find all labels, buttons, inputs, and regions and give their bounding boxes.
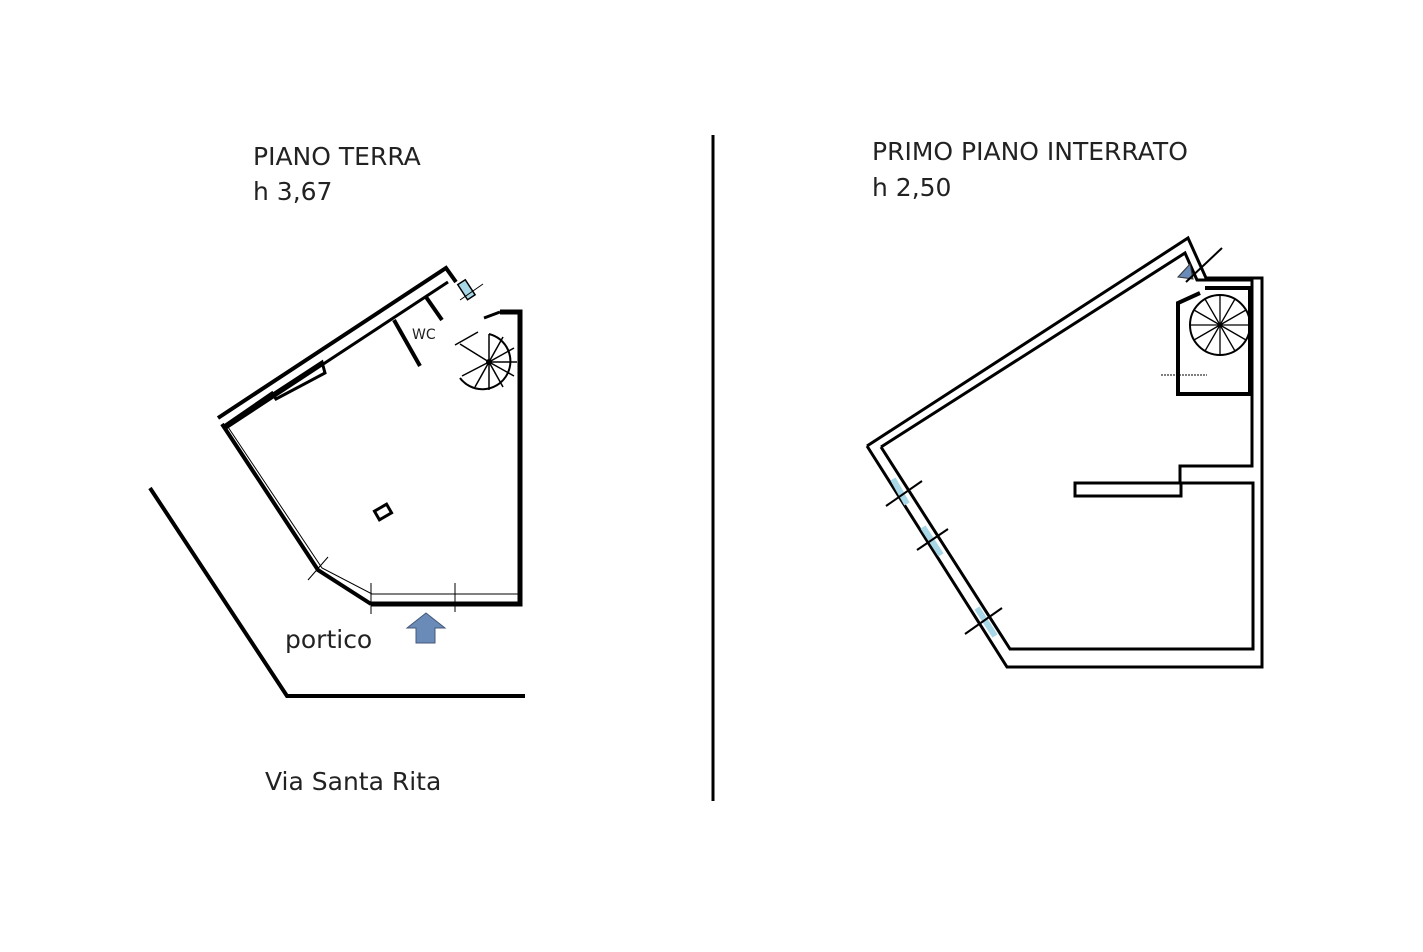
basement-height: h 2,50 [872, 173, 951, 202]
wc-partition [424, 295, 444, 322]
stair-wall [483, 310, 501, 320]
east-wall [371, 309, 523, 607]
entrance-arrow-icon [405, 612, 447, 644]
window [964, 606, 1003, 638]
column-icon [372, 502, 394, 522]
ground-floor-title: PIANO TERRA [253, 142, 421, 171]
inner-wall [879, 250, 1255, 651]
north-wall-inner-line [225, 280, 449, 430]
outer-wall [865, 235, 1264, 669]
window-mark [1185, 247, 1223, 283]
basement-title: PRIMO PIANO INTERRATO [872, 137, 1188, 166]
street-label: Via Santa Rita [265, 767, 441, 796]
street-edge [148, 486, 525, 698]
north-wall [216, 265, 458, 420]
southwest-wall-inner [225, 423, 518, 595]
partition-wall [1073, 481, 1183, 498]
wc-label: WC [412, 327, 436, 343]
porch-label: portico [285, 625, 372, 654]
window [916, 525, 949, 557]
opening-mark [307, 556, 329, 581]
ground-floor-plan: PIANO TERRA h 3,67 WC [148, 142, 525, 796]
spiral-staircase-icon [1161, 294, 1251, 376]
southwest-wall [220, 422, 373, 606]
ground-floor-height: h 3,67 [253, 177, 332, 206]
window [456, 278, 484, 301]
north-wall-inner [223, 359, 327, 428]
wc-partition [392, 319, 422, 367]
spiral-staircase-icon [454, 331, 517, 391]
stair-arrow-icon [1176, 262, 1194, 280]
window [885, 477, 923, 507]
basement-floor-plan: PRIMO PIANO INTERRATO h 2,50 [865, 137, 1264, 669]
stair-enclosure [1176, 286, 1252, 396]
